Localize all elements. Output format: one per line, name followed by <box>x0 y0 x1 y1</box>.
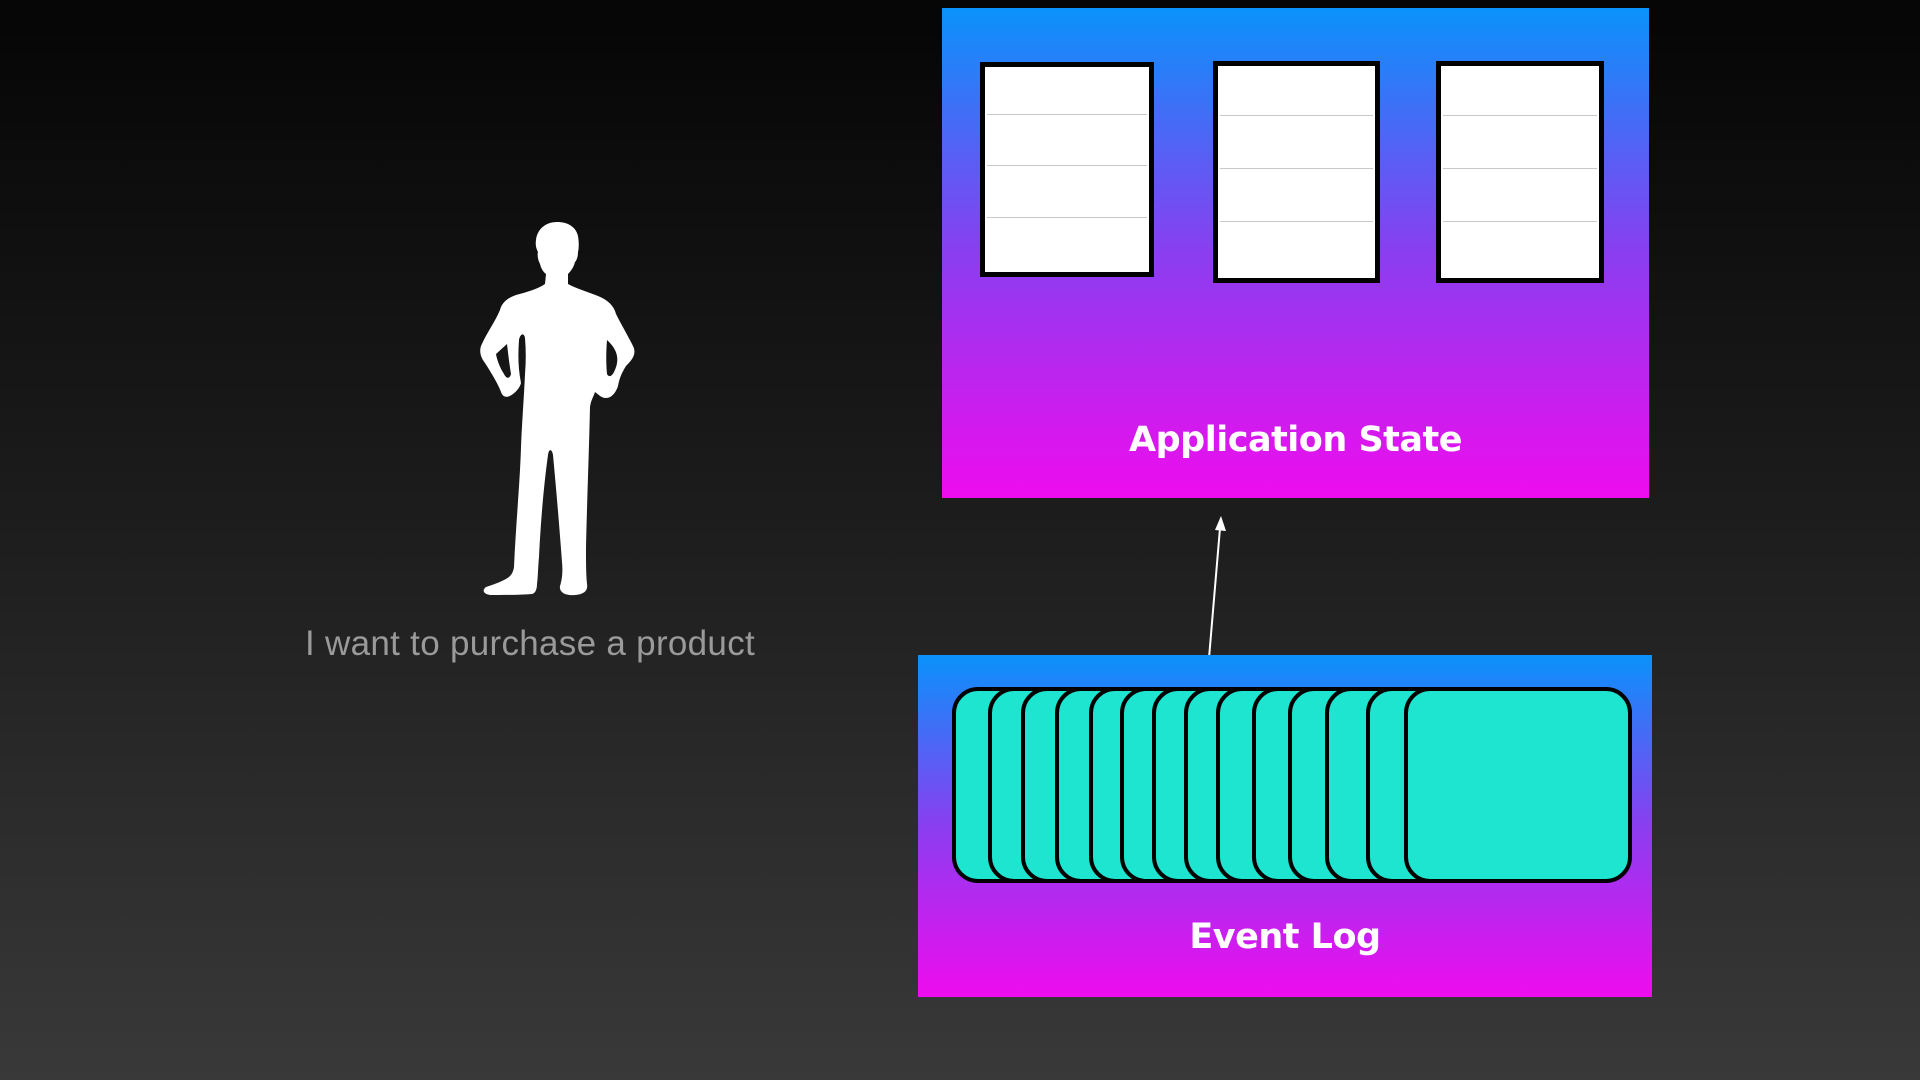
table-row <box>1443 115 1597 116</box>
event-card <box>1404 687 1632 883</box>
table-row <box>1220 115 1373 116</box>
person-silhouette-icon <box>480 222 635 596</box>
table-row <box>987 165 1147 166</box>
table-row <box>1220 168 1373 169</box>
table-row <box>1220 221 1373 222</box>
event-log-box: Event Log <box>918 655 1652 997</box>
application-state-label: Application State <box>1129 420 1462 460</box>
table-row <box>1443 221 1597 222</box>
state-table <box>980 62 1154 277</box>
user-caption: I want to purchase a product <box>304 624 756 663</box>
table-row <box>987 217 1147 218</box>
state-table <box>1213 61 1380 283</box>
table-row <box>987 114 1147 115</box>
event-log-label: Event Log <box>1189 917 1381 957</box>
state-table <box>1436 61 1604 283</box>
table-row <box>1443 168 1597 169</box>
application-state-box: Application State <box>942 8 1649 498</box>
